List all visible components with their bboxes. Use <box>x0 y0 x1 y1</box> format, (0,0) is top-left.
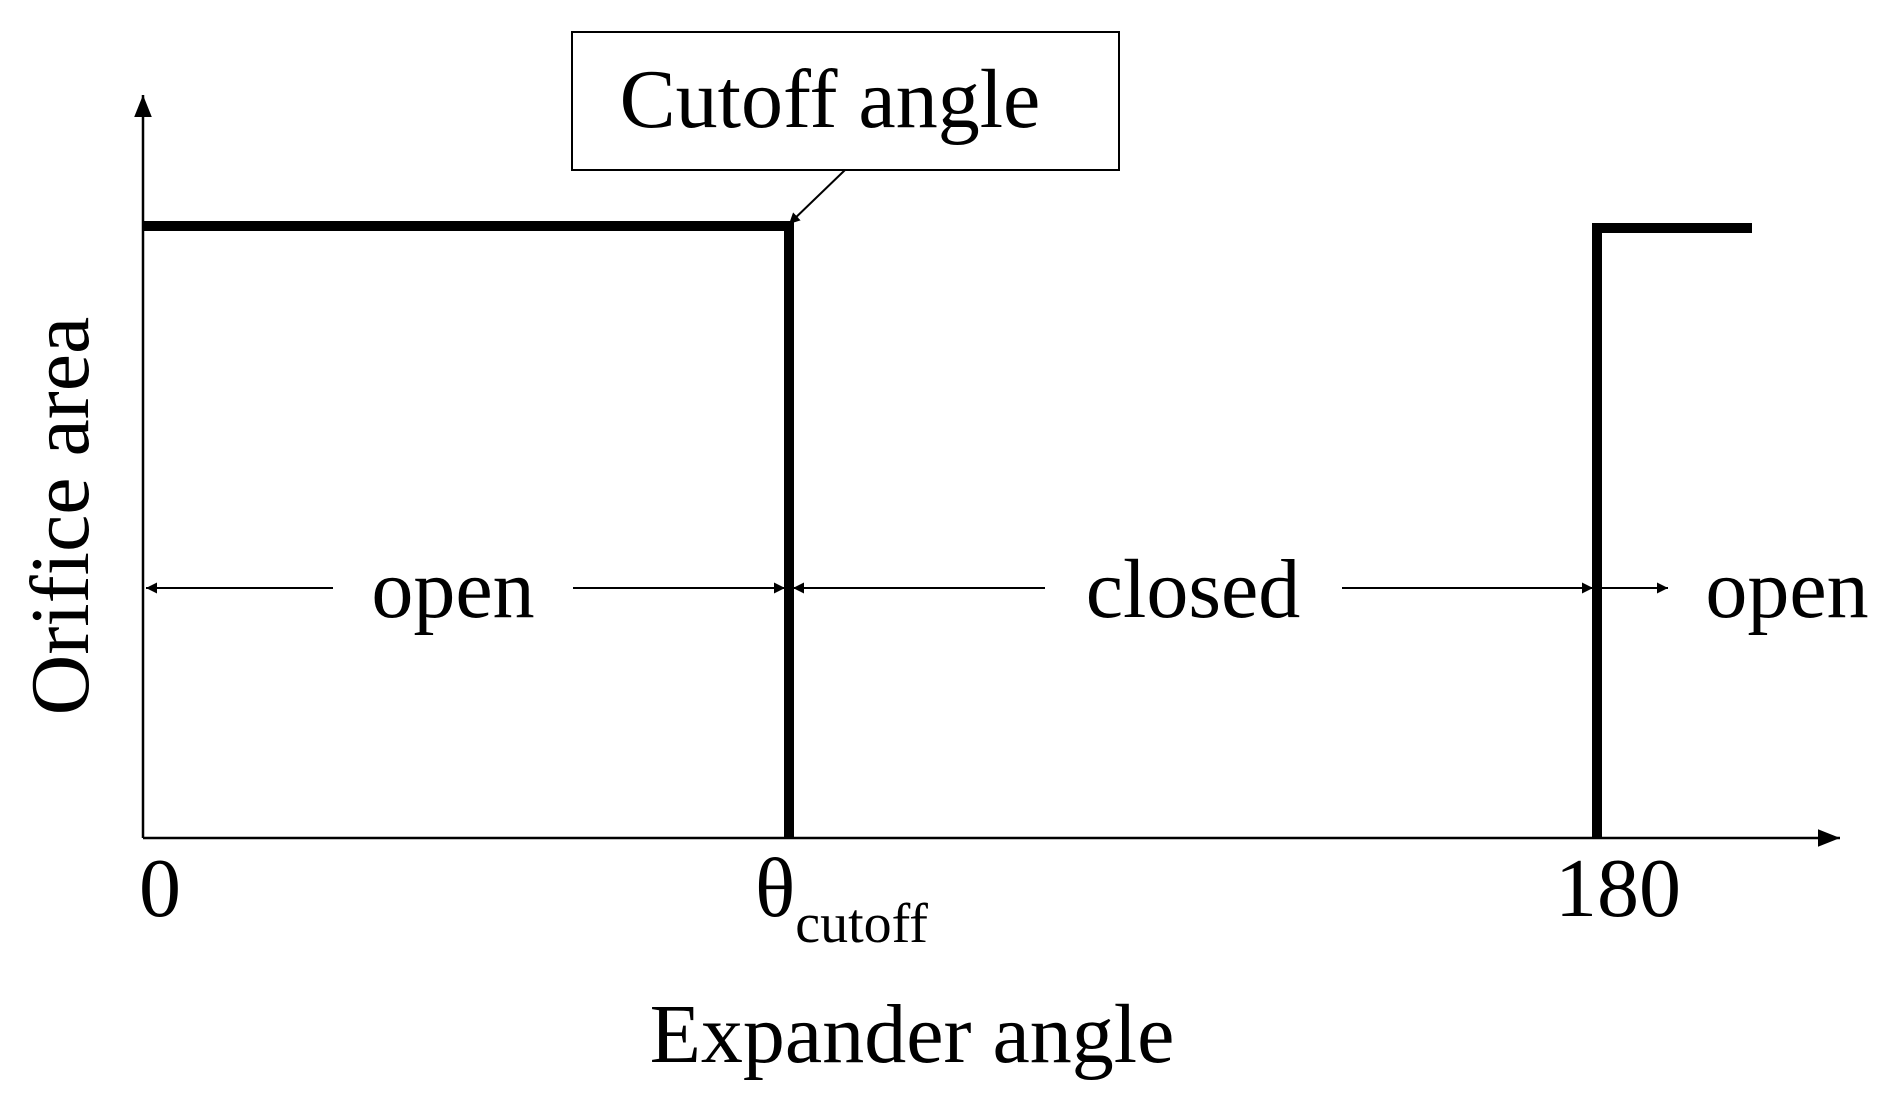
x-axis-title: Expander angle <box>650 988 1175 1081</box>
x-tick-label-180: 180 <box>1555 842 1681 935</box>
region-label-closed: closed <box>1086 543 1301 636</box>
cutoff-angle-callout-box <box>571 31 1120 171</box>
y-axis-title: Orifice area <box>14 317 107 716</box>
cutoff-angle-callout-pointer <box>788 169 846 225</box>
orifice-area-curve-reopen-segment <box>1592 223 1752 838</box>
region-label-reopen: open <box>1705 543 1868 636</box>
x-tick-label-0: 0 <box>139 842 181 935</box>
theta-symbol: θ <box>755 842 795 935</box>
cutoff-angle-callout-text: Cutoff angle <box>620 53 1041 146</box>
orifice-area-curve-open-segment <box>143 221 794 838</box>
x-tick-label-cutoff: θcutoff <box>755 842 928 955</box>
theta-subscript: cutoff <box>795 893 928 955</box>
region-label-open: open <box>371 543 534 636</box>
